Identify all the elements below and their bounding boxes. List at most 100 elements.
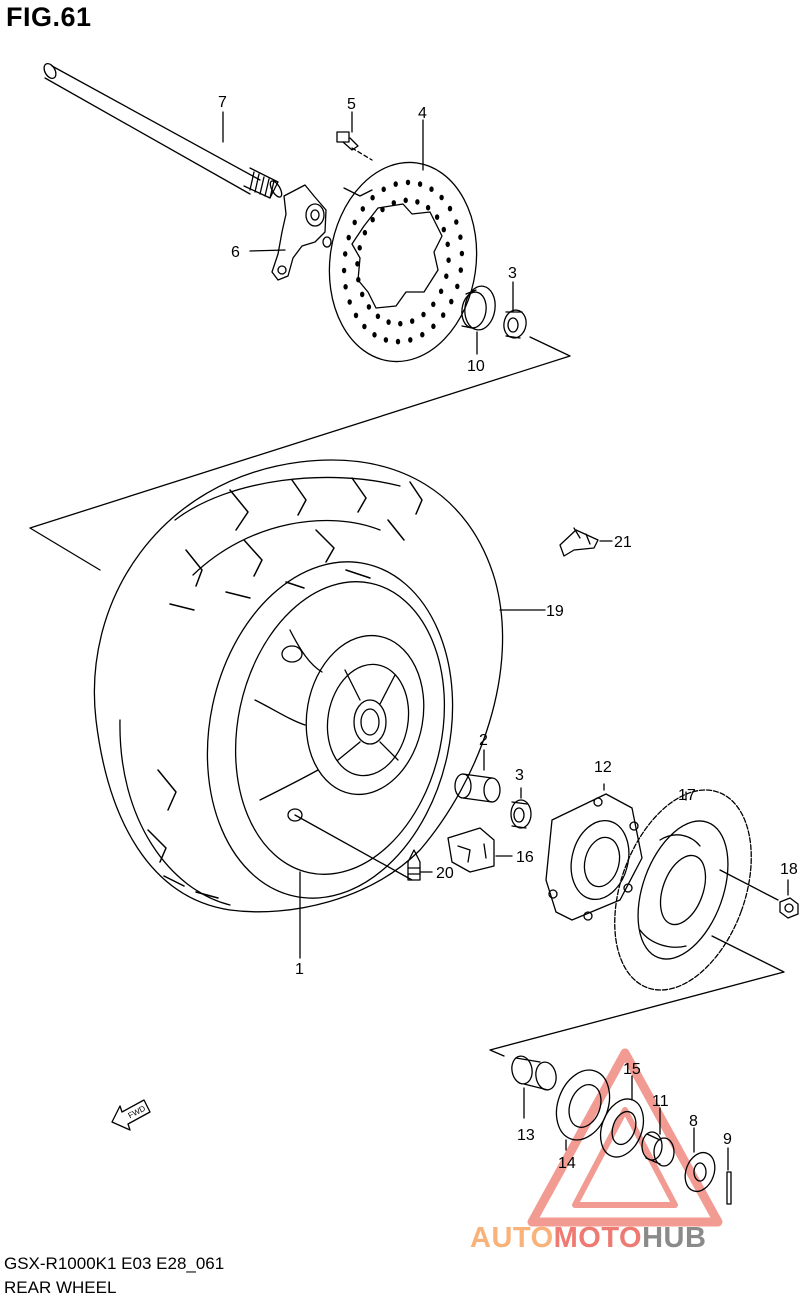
disc-hole [425,204,431,211]
disc-hole [455,283,460,290]
disc-hole [347,299,352,305]
disc-hole [393,181,398,187]
disc-hole [405,179,411,186]
spacer-part-10 [461,285,496,331]
callout-9: 9 [723,1131,732,1148]
sprocket-drum-part-12 [545,783,643,921]
spacer-part-11 [641,1107,675,1167]
callout-18: 18 [780,861,798,878]
disc-hole [366,304,372,310]
watermark-triangle [527,1048,723,1227]
cotter-pin-part-9 [726,1147,732,1205]
disc-hole [380,206,385,213]
disc-hole [408,337,413,343]
callout-4: 4 [418,105,427,122]
disc-hole [454,219,459,225]
callout-21: 21 [614,534,632,551]
disc-hole [439,194,444,201]
disc-hole [410,318,415,324]
disc-hole [458,234,463,240]
disc-hole [341,267,347,274]
disc-hole [398,320,403,327]
disc-hole [458,267,463,273]
disc-hole [431,323,436,330]
model-code: GSX-R1000K1 E03 E28_061 [4,1254,225,1273]
retainer-part-8 [684,1127,716,1193]
callout-3-upper: 3 [508,265,517,282]
callout-6: 6 [231,244,240,261]
callout-11: 11 [652,1093,669,1110]
disc-hole [360,206,365,212]
disc-hole [381,186,386,193]
bolt-part-5 [336,131,373,161]
spacer-part-13 [511,1055,557,1119]
disc-hole [362,229,368,236]
disc-hole [415,199,420,205]
callout-16: 16 [516,849,534,866]
callout-12: 12 [594,759,612,776]
figure-name: REAR WHEEL [4,1278,117,1297]
assembly-line-upper [29,187,571,571]
axle-part-7 [43,62,283,199]
disc-hole [395,338,401,345]
watermark-moto: MOTO [553,1222,643,1254]
callout-5: 5 [347,96,356,113]
disc-hole [383,337,389,343]
callout-15: 15 [623,1061,641,1078]
disc-hole [421,311,426,318]
disc-hole [360,291,365,298]
valve-part-20 [407,849,433,881]
disc-hole [449,298,454,305]
disc-hole [403,197,408,204]
callout-14: 14 [558,1155,576,1172]
disc-hole [362,323,367,330]
nut-part-18 [719,869,799,919]
callout-3-lower: 3 [515,767,524,784]
disc-hole [431,301,436,308]
disc-hole [391,200,396,206]
damper-part-16 [447,827,513,873]
brake-disc-holes [341,179,465,345]
fwd-arrow-icon: FWD [111,1099,151,1131]
disc-hole [447,205,453,212]
disc-hole [370,216,375,223]
callout-2: 2 [479,732,488,749]
brake-disc-part-4 [328,161,478,363]
disc-hole [343,284,348,290]
sprocket-part-17 [614,789,752,991]
callout-17: 17 [678,787,696,804]
disc-hole [441,312,446,318]
bearing-part-15 [599,1075,645,1158]
callout-1: 1 [295,961,304,978]
tire-tread-pattern [147,477,423,899]
leader-lines [222,111,613,611]
disc-hole [459,250,465,257]
callout-19: 19 [546,603,564,620]
disc-hole [355,261,360,267]
balance-weight-part-21 [559,527,599,557]
figure-title: FIG.61 [6,2,92,32]
disc-hole [357,245,362,251]
wheel-rim-part-1 [206,561,454,959]
assembly-line-lower [489,935,785,1057]
bearing-part-3-lower [510,787,532,829]
disc-hole [429,186,434,192]
disc-hole [346,234,351,241]
disc-hole [352,219,357,226]
disc-hole [375,313,381,320]
disc-hole [417,181,423,187]
disc-hole [370,194,375,201]
callout-13: 13 [517,1127,535,1144]
tire-part-19 [93,459,504,913]
watermark-hub: HUB [642,1222,707,1254]
bearing-part-3-upper [503,309,527,339]
disc-hole [446,257,451,264]
disc-hole [356,276,361,283]
disc-hole [420,331,425,338]
callout-7: 7 [218,94,227,111]
callout-numbers: 7 5 4 6 3 10 21 19 2 3 12 17 16 18 20 1 … [218,94,798,1172]
disc-hole [445,241,450,248]
watermark-auto: AUTO [470,1222,554,1254]
